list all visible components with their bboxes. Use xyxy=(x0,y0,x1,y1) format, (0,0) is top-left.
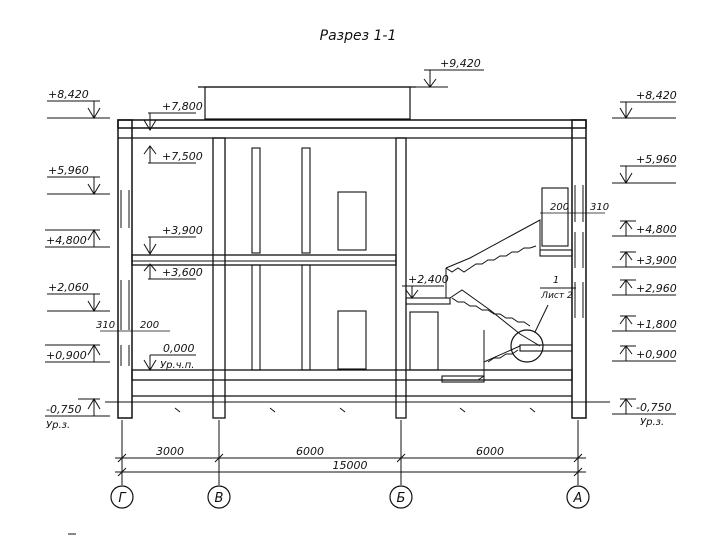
span-dimension: 3000 xyxy=(156,445,184,458)
dimension-chain xyxy=(115,420,586,478)
svg-text:+2,400: +2,400 xyxy=(408,273,449,286)
svg-text:+0,900: +0,900 xyxy=(46,349,87,362)
svg-text:Г: Г xyxy=(118,491,127,506)
span-dimension: 6000 xyxy=(296,445,324,458)
staircase xyxy=(445,219,541,381)
left-level-mark: +8,420 xyxy=(47,88,110,119)
svg-text:А: А xyxy=(573,491,583,506)
axis-marker: А xyxy=(566,478,590,509)
left-levels: +8,420 +5,960 +4,800 +2,060 +0,900 -0,75… xyxy=(45,88,110,431)
svg-text:-0,750: -0,750 xyxy=(636,401,671,414)
axis-marker: Г xyxy=(110,478,134,509)
floor-level-label: Ур.ч.п. xyxy=(160,360,194,371)
svg-text:200: 200 xyxy=(140,320,159,331)
svg-text:+3,600: +3,600 xyxy=(162,266,203,279)
right-level-mark: +0,900 xyxy=(612,345,677,362)
callout-sheet: Лист 2 xyxy=(540,291,573,301)
svg-text:Б: Б xyxy=(397,491,406,506)
svg-text:В: В xyxy=(215,491,224,506)
left-level-mark: -0,750 Ур.з. xyxy=(45,398,110,431)
right-level-mark: +8,420 xyxy=(612,89,677,119)
ground-level-label-right: Ур.з. xyxy=(640,417,664,428)
svg-text:310: 310 xyxy=(590,202,609,213)
right-levels: +8,420 +5,960 +4,800 +3,900 +2,960 +1,80… xyxy=(612,89,677,428)
inner-level-mark: +7,800 xyxy=(143,100,203,131)
span-dimension: 6000 xyxy=(476,445,504,458)
detail-callout: 1 Лист 2 xyxy=(510,275,576,363)
svg-text:+3,900: +3,900 xyxy=(162,224,203,237)
right-level-mark: +5,960 xyxy=(612,153,677,184)
svg-text:+8,420: +8,420 xyxy=(48,88,89,101)
right-level-mark: -0,750 Ур.з. xyxy=(612,398,676,428)
inner-level-mark: +2,400 xyxy=(402,273,449,299)
callout-number: 1 xyxy=(553,275,559,286)
wall-dimensions: 310 200 200 310 xyxy=(96,202,609,332)
svg-text:+0,900: +0,900 xyxy=(636,348,677,361)
axis-markers: Г В Б А xyxy=(110,478,590,509)
inner-level-mark: +7,500 xyxy=(143,145,203,164)
left-level-mark: +0,900 xyxy=(45,344,110,363)
right-level-mark: +4,800 xyxy=(612,220,677,237)
roof-level-mark: +9,420 xyxy=(414,57,484,88)
svg-text:+4,800: +4,800 xyxy=(636,223,677,236)
inner-levels: +7,800 +7,500 +3,900 +3,600 0,000 Ур.ч.п… xyxy=(143,57,484,371)
left-level-mark: +2,060 xyxy=(47,281,110,312)
ground-ticks xyxy=(174,407,536,413)
svg-text:+7,800: +7,800 xyxy=(162,100,203,113)
inner-level-mark: +3,900 xyxy=(143,224,203,255)
axis-marker: В xyxy=(207,478,231,509)
axis-marker: Б xyxy=(389,478,413,509)
inner-level-mark: +3,600 xyxy=(143,263,203,280)
drawing-title: Разрез 1-1 xyxy=(320,28,397,44)
right-level-mark: +3,900 xyxy=(612,251,677,268)
svg-text:+5,960: +5,960 xyxy=(48,164,89,177)
left-level-mark: +4,800 xyxy=(45,229,110,248)
svg-text:+3,900: +3,900 xyxy=(636,254,677,267)
svg-text:+8,420: +8,420 xyxy=(636,89,677,102)
svg-text:+5,960: +5,960 xyxy=(636,153,677,166)
ground-level-label: Ур.з. xyxy=(46,420,70,431)
svg-text:0,000: 0,000 xyxy=(163,342,195,355)
svg-text:+2,960: +2,960 xyxy=(636,282,677,295)
left-level-mark: +5,960 xyxy=(47,164,110,195)
svg-text:+9,420: +9,420 xyxy=(440,57,481,70)
right-level-mark: +2,960 xyxy=(612,279,677,296)
svg-text:+2,060: +2,060 xyxy=(48,281,89,294)
total-span-dimension: 15000 xyxy=(333,459,368,472)
svg-text:200: 200 xyxy=(550,202,569,213)
svg-text:-0,750: -0,750 xyxy=(46,403,81,416)
svg-text:310: 310 xyxy=(96,320,115,331)
inner-level-mark: 0,000 Ур.ч.п. xyxy=(143,342,196,371)
right-level-mark: +1,800 xyxy=(612,315,677,332)
svg-text:+1,800: +1,800 xyxy=(636,318,677,331)
svg-text:+4,800: +4,800 xyxy=(46,234,87,247)
svg-text:+7,500: +7,500 xyxy=(162,150,203,163)
building-structure xyxy=(117,86,587,419)
